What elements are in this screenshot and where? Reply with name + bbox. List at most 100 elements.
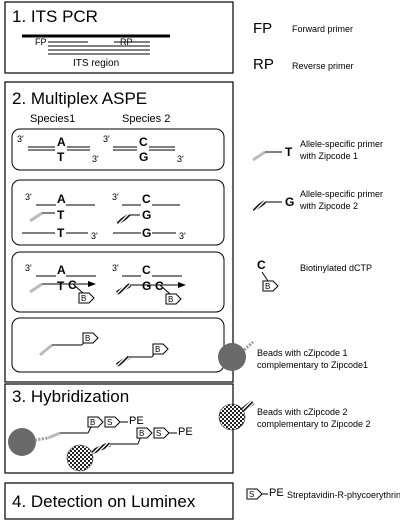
legend-bead1-probe	[243, 340, 254, 352]
hyb-b-1: B	[90, 418, 96, 427]
hyb-s-2: S	[156, 429, 162, 438]
legend-asp1-line2: with Zipcode 1	[300, 151, 359, 161]
fp-label: FP	[35, 37, 47, 47]
panel2-strands	[22, 204, 180, 234]
p3-s2-added-c: C	[155, 279, 164, 293]
hyb-streptavidin-1	[104, 416, 121, 428]
czipcode2-probe	[90, 441, 112, 455]
legend-dctp-b: B	[265, 282, 271, 291]
legend-asp1-base: T	[285, 145, 293, 159]
p1-s2-3prime: 3'	[177, 154, 184, 164]
rp-label: RP	[120, 37, 133, 47]
bead-zipcode1	[8, 428, 36, 456]
legend-zipcode2-tail	[251, 200, 267, 212]
species2-label: Species 2	[122, 113, 171, 125]
panel4-biotin-tag-2	[152, 343, 169, 355]
legend-zipcode1-tail	[252, 150, 266, 162]
hyb-zipcode1	[47, 431, 61, 440]
legend-bead2-line1: Beads with cZipcode 2	[257, 407, 348, 417]
legend-dctp-link	[261, 271, 269, 282]
its-amplicon-lines	[48, 41, 150, 55]
p3-s2-base-top: C	[142, 263, 151, 277]
aspe-panel-4	[11, 317, 225, 373]
legend-asp2-line2: with Zipcode 2	[300, 201, 359, 211]
panel3-zipcode1-tail	[29, 282, 43, 294]
legend-dctp-c: C	[257, 258, 266, 272]
legend-asp1-line1: Allele-specific primer	[300, 139, 384, 149]
legend-bead2-probe	[241, 400, 255, 412]
legend-biotin-tag	[262, 280, 279, 292]
hyb-biotin-2	[136, 427, 153, 439]
p1-s1-5prime: 3'	[17, 134, 24, 144]
p2-s1-5prime: 3'	[25, 192, 32, 202]
p1-s1-3prime: 3'	[92, 154, 99, 164]
step2-box	[4, 81, 234, 383]
legend-dctp-desc: Biotinylated dCTP	[300, 263, 373, 273]
extension-arrow-2	[178, 282, 186, 288]
p2-s1-3prime: 3'	[91, 231, 98, 241]
legend-fp-desc: Forward primer	[292, 24, 354, 34]
panel4-zipcode2-tail	[115, 355, 131, 367]
species1-label: Species1	[30, 113, 76, 125]
p1-s2-base-top: C	[139, 135, 148, 149]
step2-title: 2. Multiplex ASPE	[12, 89, 148, 108]
panel4-biotin-tag-1	[82, 332, 99, 344]
p3-s2-base-bottom: G	[142, 279, 152, 293]
p2-s2-base-mid: G	[142, 208, 152, 222]
legend-fp-abbr: FP	[253, 20, 273, 37]
panel3-zipcode2-tail	[115, 283, 132, 295]
p3-s1-added-c: C	[68, 278, 77, 292]
its-region-label: ITS region	[73, 58, 120, 69]
legend-rp-desc: Reverse primer	[292, 61, 354, 71]
legend-bead1	[218, 343, 246, 371]
aspe-panel-3	[11, 251, 225, 313]
p2-s2-3prime: 3'	[179, 231, 186, 241]
p1-s1-base-top: A	[57, 135, 66, 149]
p2-s1-base-mid: T	[57, 208, 65, 222]
hyb-streptavidin-2	[153, 427, 170, 439]
step1-title: 1. ITS PCR	[12, 7, 98, 26]
panel3-strands	[36, 275, 182, 295]
legend-asp2-base: G	[285, 195, 295, 209]
p2-s2-5prime: 3'	[112, 192, 119, 202]
p3-s1-base-bottom: T	[57, 279, 65, 293]
legend-streptavidin-tag	[246, 488, 263, 500]
step1-box	[4, 1, 234, 74]
aspe-panel-2	[11, 179, 225, 246]
extension-arrow-1	[88, 281, 96, 287]
legend-bead2	[218, 403, 246, 431]
hyb-b-2: B	[139, 429, 145, 438]
p2-s1-base-top: A	[57, 192, 66, 206]
hyb-pe-1: PE	[129, 415, 144, 427]
step4-box	[4, 482, 234, 520]
zipcode1-tail	[29, 211, 43, 223]
zipcode2-tail	[115, 213, 132, 225]
step4-title: 4. Detection on Luminex	[12, 492, 196, 511]
p4-biotin-label-1: B	[85, 334, 91, 343]
bead-zipcode2	[66, 444, 94, 472]
legend-sa-desc: Streptavidin-R-phycoerythrin	[287, 490, 400, 500]
legend-sa-s: S	[249, 490, 255, 499]
p4-biotin-label-2: B	[155, 345, 161, 354]
legend-bead2-line2: complementary to Zipcode 2	[257, 419, 371, 429]
biotin-tag-1	[78, 292, 95, 304]
biotin-tag-2	[165, 293, 182, 305]
step3-title: 3. Hybridization	[12, 387, 130, 406]
p2-s2-base-bottom: G	[142, 226, 152, 240]
p3-s1-5prime: 3'	[25, 263, 32, 273]
czipcode1-probe	[34, 436, 49, 442]
p3-s2-biotin-label: B	[168, 295, 174, 304]
panel1-strands	[28, 146, 175, 151]
panel4-zipcode1-tail	[39, 343, 53, 357]
p3-s1-biotin-label: B	[81, 294, 87, 303]
p2-s2-base-top: C	[142, 192, 151, 206]
legend-rp-abbr: RP	[253, 56, 274, 73]
p2-s1-base-bottom: T	[57, 226, 65, 240]
hyb-pe-2: PE	[178, 426, 193, 438]
p3-s1-base-top: A	[57, 263, 66, 277]
p1-s2-5prime: 3'	[103, 134, 110, 144]
legend-bead1-line1: Beads with cZipcode 1	[257, 348, 348, 358]
hyb-biotin-1	[87, 416, 104, 428]
